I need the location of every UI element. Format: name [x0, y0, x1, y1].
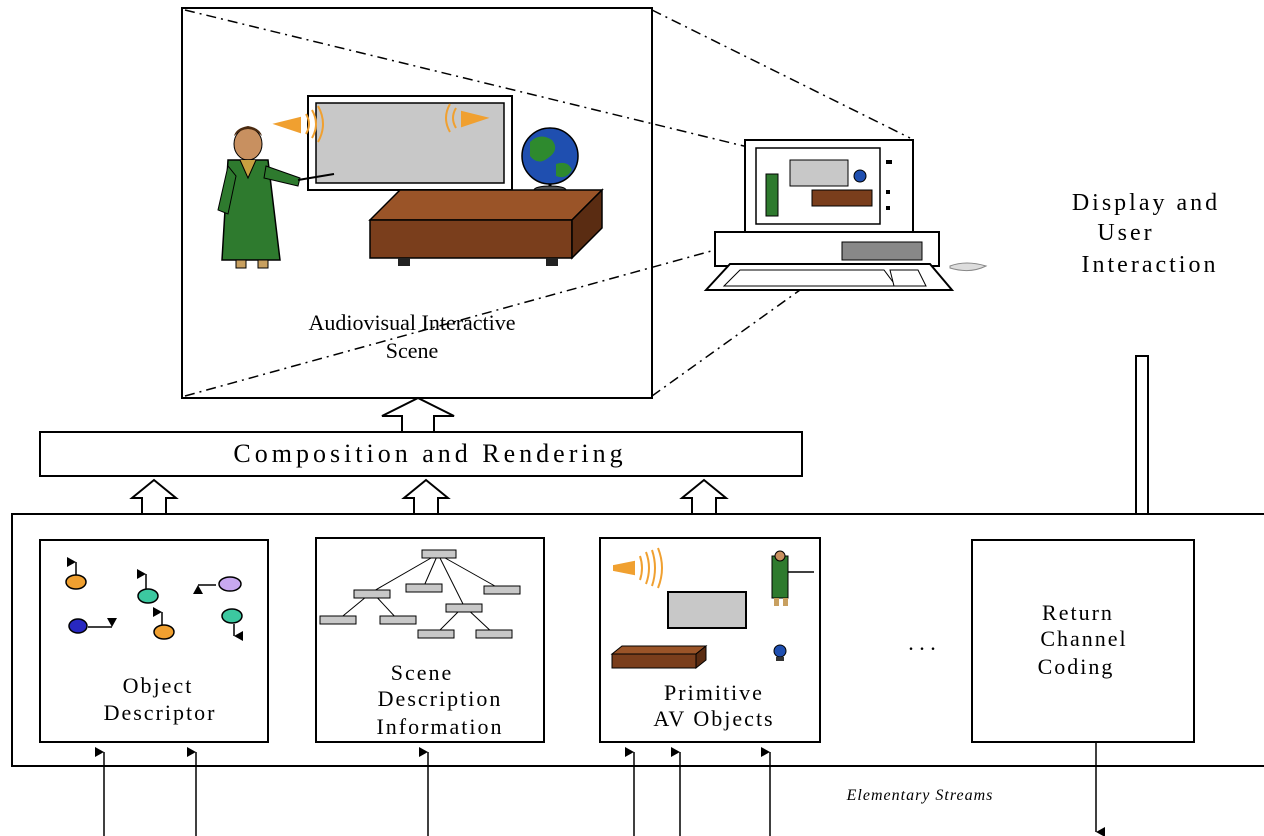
arrow-up-object-descriptor — [129, 478, 179, 515]
composition-rendering-box — [39, 431, 803, 477]
scene-label-line2: Scene — [386, 338, 439, 363]
return-channel-label-line2: Channel — [1040, 626, 1127, 651]
primitive-av-label-line1: Primitive — [664, 680, 764, 705]
return-channel-label-line3: Coding — [1038, 654, 1115, 679]
scene-label-line1: Audiovisual Interactive — [308, 310, 515, 335]
composition-rendering-label: Composition and Rendering — [233, 439, 626, 468]
scene-tree-icon — [319, 549, 521, 639]
scene-description-box: Scene Description Information — [315, 537, 545, 743]
whiteboard-illustration — [307, 95, 513, 191]
elementary-stream-arrows — [95, 742, 1105, 836]
sound-waves-icon — [272, 103, 490, 143]
arrow-up-primitive-av — [679, 478, 729, 515]
elementary-streams-label: Elementary Streams — [846, 787, 994, 804]
object-descriptor-icons — [65, 557, 243, 641]
computer-illustration — [703, 139, 988, 291]
desk-illustration — [368, 188, 604, 266]
arrow-up-to-scene — [381, 396, 455, 433]
return-channel-label-line1: Return — [1042, 600, 1114, 625]
primitive-av-objects-box: Primitive AV Objects — [599, 537, 821, 743]
object-descriptor-label-line1: Object — [123, 673, 194, 698]
scene-description-label-line2: Description — [378, 686, 503, 711]
display-label-line1: Display and — [1072, 190, 1220, 216]
scene-description-label-line3: Information — [376, 714, 503, 739]
primitive-objects-icons — [610, 547, 814, 670]
return-channel-coding-box: Return Channel Coding — [971, 539, 1195, 743]
presenter-illustration — [217, 126, 335, 269]
scene-description-label-line1: Scene — [391, 660, 454, 685]
ellipsis-more-decoders: . . . — [908, 630, 936, 655]
object-descriptor-box: Object Descriptor — [39, 539, 269, 743]
projection-lines — [184, 9, 911, 397]
primitive-av-label-line2: AV Objects — [653, 706, 774, 731]
arrow-up-scene-description — [401, 478, 451, 515]
scene-panel: Audiovisual Interactive Scene — [181, 7, 653, 399]
display-label-line2: User — [1097, 220, 1154, 246]
display-interaction-label: Display and User Interaction — [1072, 190, 1220, 278]
object-descriptor-label-line2: Descriptor — [104, 700, 217, 725]
arrow-down-to-return-channel — [1119, 355, 1165, 542]
display-label-line3: Interaction — [1082, 252, 1219, 278]
